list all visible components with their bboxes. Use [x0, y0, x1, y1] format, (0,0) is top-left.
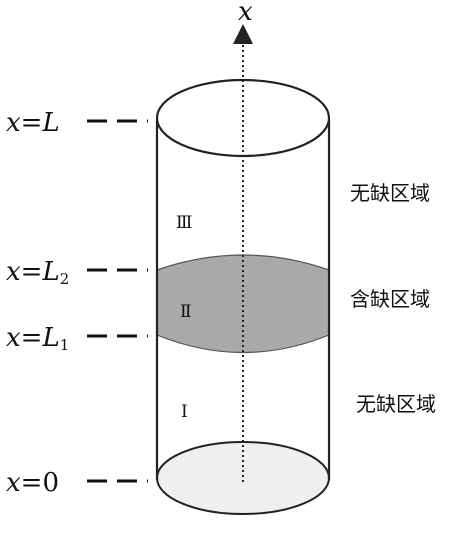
region-II-numeral: Ⅱ [180, 302, 192, 322]
label-x-equals-L: x=L [6, 108, 60, 138]
label-x-equals-L1: x=L1 [6, 323, 69, 354]
label-x-equals-L2: x=L2 [6, 257, 69, 288]
cylinder-bottom-face [156, 441, 330, 515]
x-axis-label: x [238, 0, 253, 27]
region-lower-description: 无缺区域 [356, 392, 436, 416]
region-middle-description: 含缺区域 [350, 287, 430, 311]
region-III-numeral: Ⅲ [176, 213, 192, 233]
region-upper-description: 无缺区域 [350, 181, 430, 205]
region-I-numeral: Ⅰ [181, 402, 188, 422]
label-x-equals-0: x=0 [6, 468, 59, 498]
